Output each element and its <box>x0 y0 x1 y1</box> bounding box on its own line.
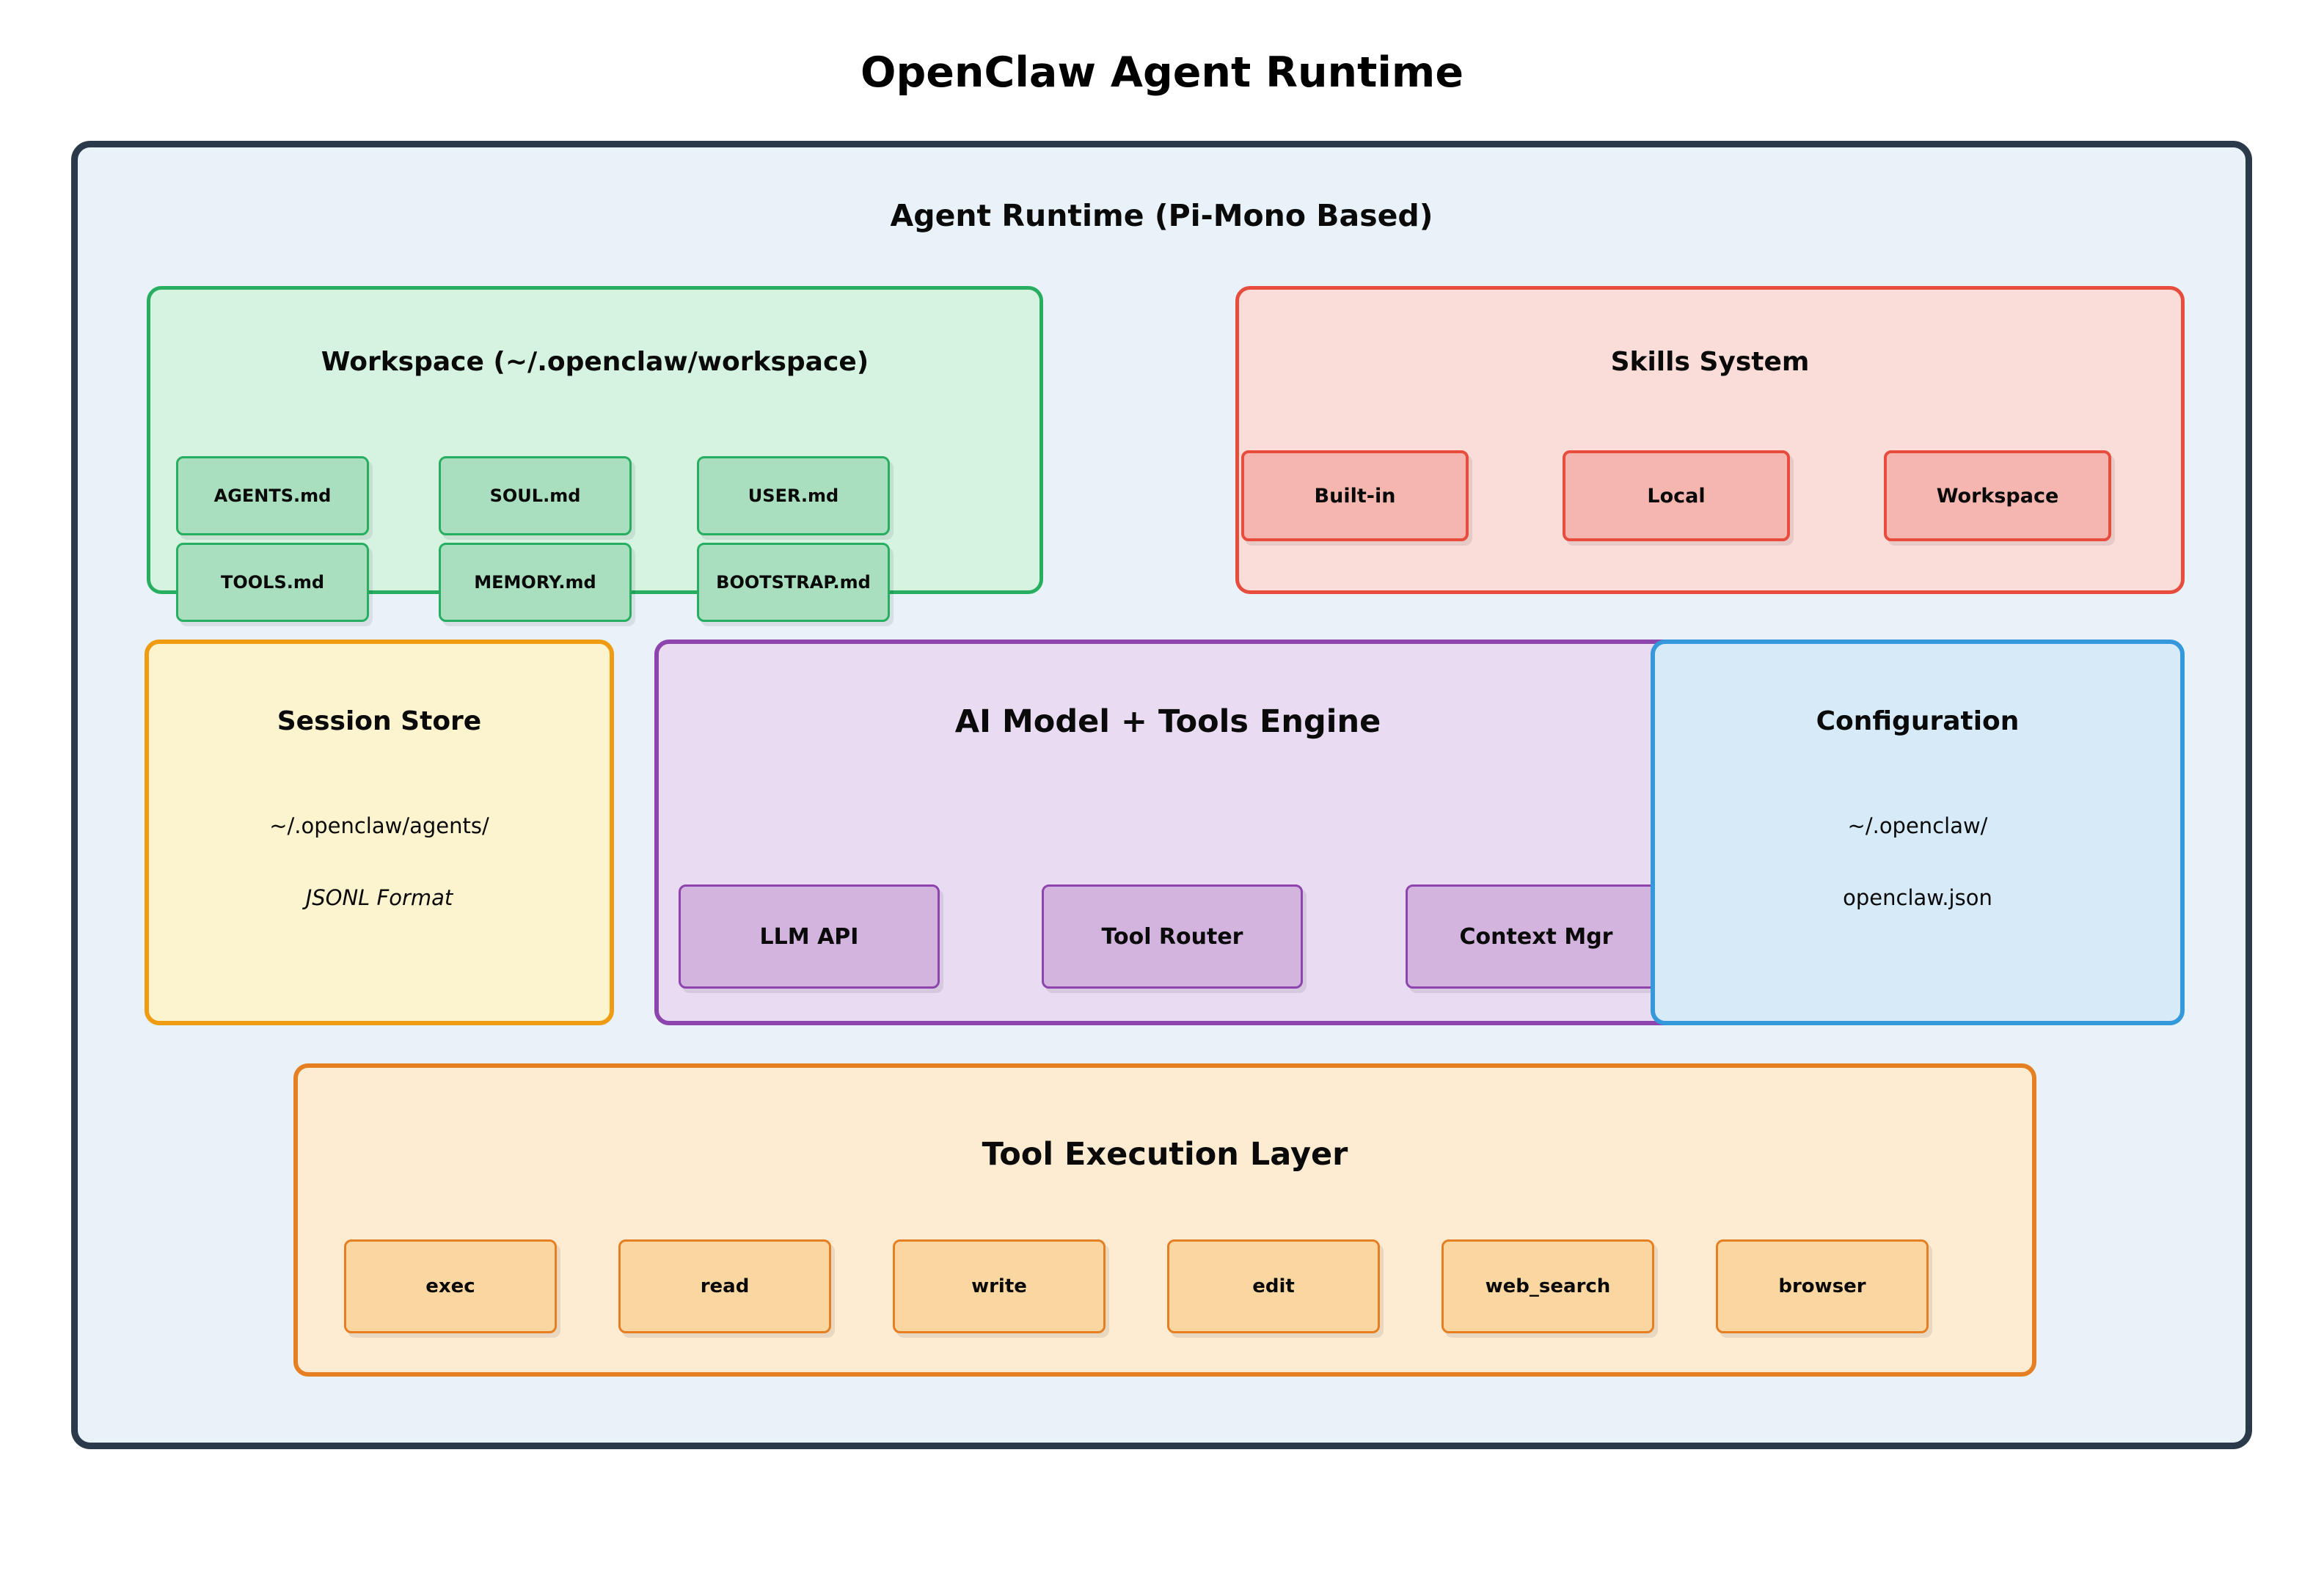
skills-section <box>1235 286 2185 594</box>
node-local: Local <box>1563 450 1790 541</box>
node-bootstrap-md: BOOTSTRAP.md <box>697 543 890 622</box>
skills-section-title: Skills System <box>1610 347 1810 377</box>
node-write: write <box>893 1239 1106 1333</box>
configuration-file: openclaw.json <box>1843 885 1992 910</box>
session-store-title: Session Store <box>277 706 482 736</box>
agent-runtime-label: Agent Runtime (Pi-Mono Based) <box>890 198 1433 233</box>
diagram-title: OpenClaw Agent Runtime <box>860 48 1464 97</box>
node-soul-md: SOUL.md <box>439 456 632 535</box>
workspace-section-title: Workspace (~/.openclaw/workspace) <box>321 347 869 377</box>
node-context-mgr: Context Mgr <box>1406 884 1667 989</box>
node-edit: edit <box>1167 1239 1380 1333</box>
node-built-in: Built-in <box>1241 450 1469 541</box>
node-exec: exec <box>344 1239 557 1333</box>
node-tools-md: TOOLS.md <box>176 543 369 622</box>
node-workspace-skill: Workspace <box>1884 450 2111 541</box>
engine-section-title: AI Model + Tools Engine <box>954 703 1381 740</box>
configuration-path: ~/.openclaw/ <box>1847 813 1988 838</box>
node-llm-api: LLM API <box>679 884 940 989</box>
node-agents-md: AGENTS.md <box>176 456 369 535</box>
session-store-format: JSONL Format <box>305 885 453 910</box>
session-store-section <box>145 640 614 1025</box>
node-read: read <box>618 1239 831 1333</box>
configuration-section <box>1651 640 2185 1025</box>
configuration-title: Configuration <box>1816 706 2020 736</box>
node-web-search: web_search <box>1441 1239 1654 1333</box>
tool-execution-title: Tool Execution Layer <box>982 1136 1348 1173</box>
node-tool-router: Tool Router <box>1042 884 1303 989</box>
node-memory-md: MEMORY.md <box>439 543 632 622</box>
session-store-path: ~/.openclaw/agents/ <box>269 813 489 838</box>
node-user-md: USER.md <box>697 456 890 535</box>
node-browser: browser <box>1716 1239 1929 1333</box>
